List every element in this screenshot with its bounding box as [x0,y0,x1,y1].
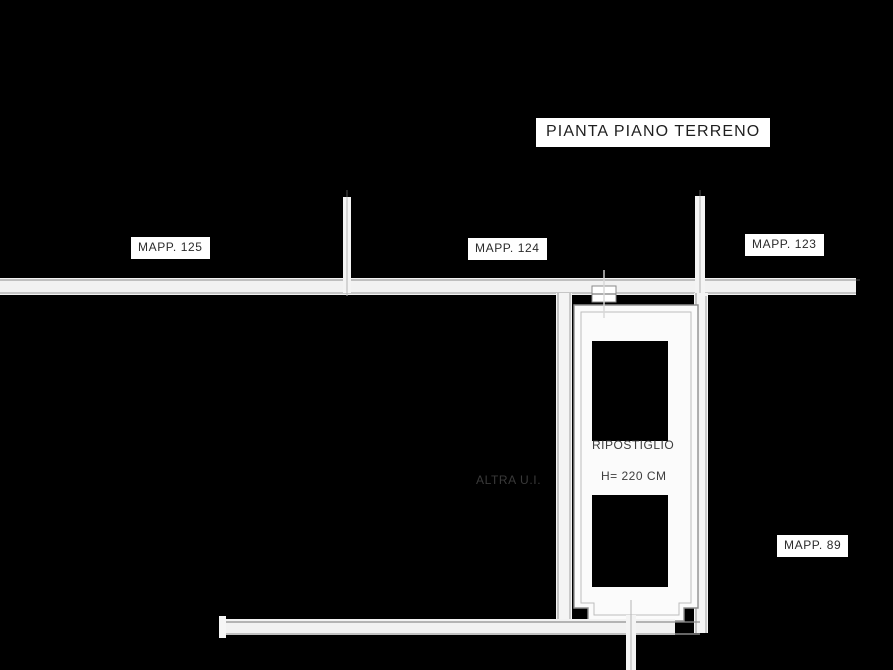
parcel-label-mapp-124: MAPP. 124 [468,238,547,260]
bottom-vertical-divider [626,600,636,670]
page-title: PIANTA PIANO TERRENO [536,118,771,147]
guide-marks [346,190,860,281]
parcel-label-mapp-125: MAPP. 125 [131,237,210,259]
room-interior-voids [592,341,668,587]
room-height-label: H= 220 CM [601,469,667,483]
door-opening-detail [591,270,617,318]
other-unit-label: ALTRA U.I. [476,473,542,487]
parcel-label-mapp-89: MAPP. 89 [777,535,849,557]
unit-left-wall [556,293,572,630]
parcel-divider-124-123 [695,196,705,300]
parcel-label-mapp-123: MAPP. 123 [745,234,824,256]
parcel-divider-125-124 [343,197,351,296]
top-boundary-wall [0,278,856,295]
bottom-boundary-wall [219,616,700,638]
room-name-label: RIPOSTIGLIO [592,438,675,452]
